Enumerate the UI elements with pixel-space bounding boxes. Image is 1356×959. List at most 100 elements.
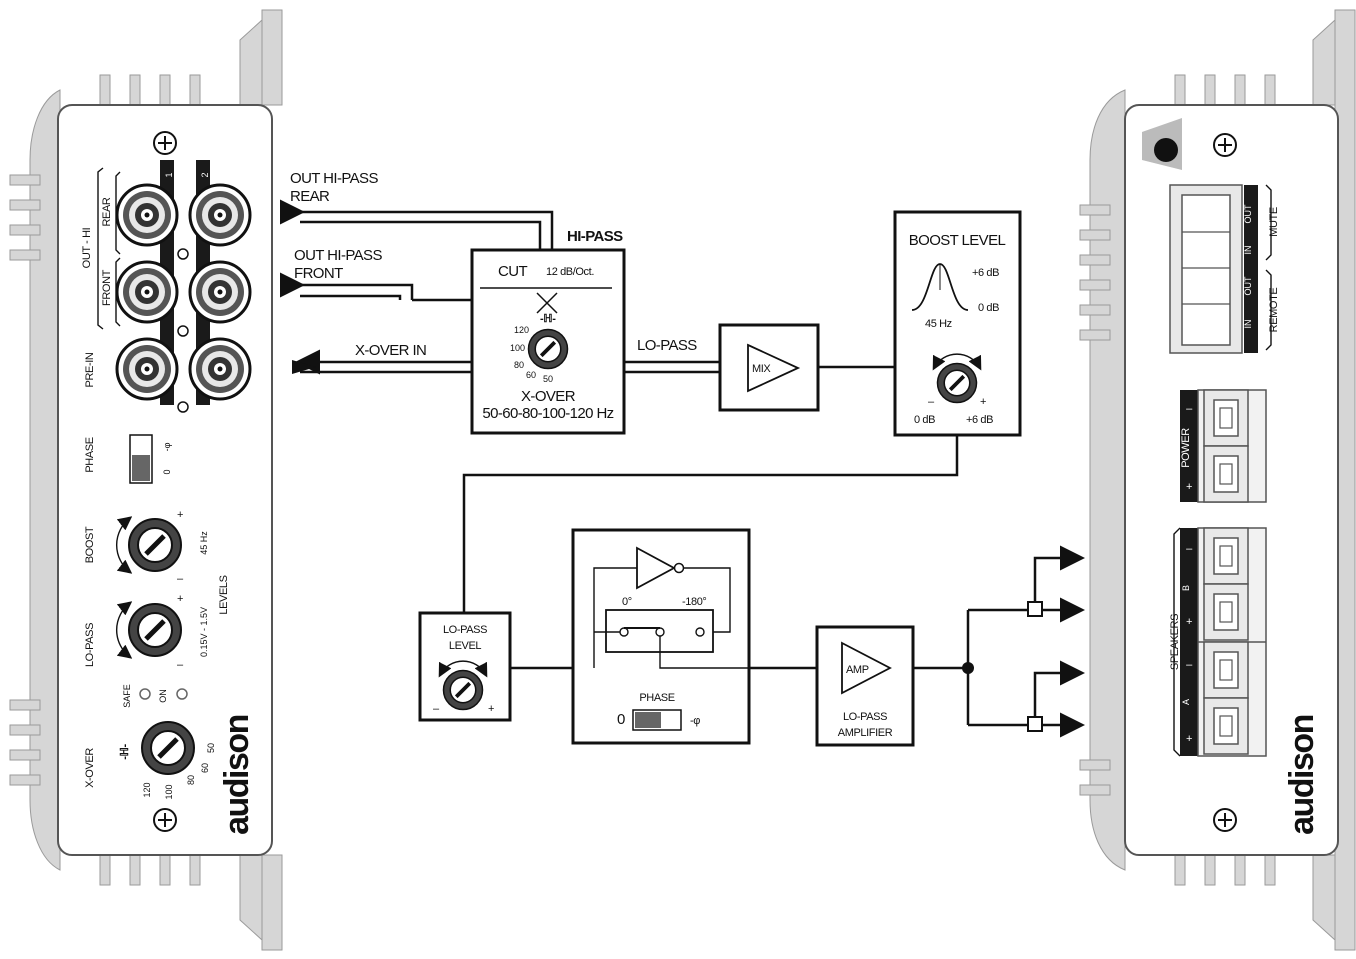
svg-text:-ℍ-: -ℍ- xyxy=(119,744,131,760)
svg-text:+: + xyxy=(980,396,986,408)
remote-mute-connector[interactable] xyxy=(1169,184,1258,354)
svg-text:80: 80 xyxy=(514,360,524,370)
svg-text:–: – xyxy=(1186,403,1193,415)
svg-text:+: + xyxy=(1186,733,1192,745)
xover-freq-knob[interactable] xyxy=(142,722,194,774)
svg-text:OUT: OUT xyxy=(1243,204,1253,224)
label-speakers: SPEAKERS xyxy=(1169,614,1181,670)
svg-text:0: 0 xyxy=(617,711,625,728)
svg-text:60: 60 xyxy=(526,370,536,380)
svg-text:+: + xyxy=(177,593,183,605)
label-lo-pass: LO-PASS xyxy=(637,337,697,354)
mix-block: MIX xyxy=(718,323,820,412)
svg-text:-180°: -180° xyxy=(682,596,706,608)
lopass-level-dial[interactable] xyxy=(441,668,485,712)
svg-text:50: 50 xyxy=(206,743,216,753)
label-front: FRONT xyxy=(101,269,113,306)
svg-text:X-OVER: X-OVER xyxy=(521,388,576,405)
svg-text:LO-PASS: LO-PASS xyxy=(843,711,887,723)
svg-text:OUT: OUT xyxy=(1243,276,1253,296)
svg-text:ON: ON xyxy=(158,689,168,703)
xover-block: CUT 12 dB/Oct. -ℍ- 120 100 80 60 50 X-OV… xyxy=(470,248,626,435)
screw-icon xyxy=(1213,808,1237,832)
boost-level-dial[interactable] xyxy=(935,361,979,405)
svg-text:–: – xyxy=(1186,659,1193,671)
right-heatsink xyxy=(1079,9,1356,951)
left-side-labels: OUT - HI REAR FRONT PRE-IN PHASE BOOST L… xyxy=(81,197,230,788)
phase-block: 0° -180° PHASE 0 -φ xyxy=(571,528,751,745)
lopass-level-knob[interactable] xyxy=(129,604,181,656)
left-amplifier: 1 2 OUT - HI REAR FRONT PRE-IN PHASE BOO… xyxy=(9,9,283,951)
svg-text:–: – xyxy=(177,573,184,585)
right-fins xyxy=(1079,74,1276,886)
rca-prein-1[interactable] xyxy=(115,337,179,401)
svg-text:45 Hz: 45 Hz xyxy=(925,318,952,330)
rca-front-2[interactable] xyxy=(188,260,252,324)
svg-text:50: 50 xyxy=(543,374,553,384)
rca-front-1[interactable] xyxy=(115,260,179,324)
label-phase: PHASE xyxy=(84,437,96,472)
rca-prein-2[interactable] xyxy=(188,337,252,401)
label-hi-pass: HI-PASS xyxy=(567,228,623,245)
boost-freq-label: 45 Hz xyxy=(199,531,209,555)
boost-knob[interactable] xyxy=(129,519,181,571)
lopass-level-block: LO-PASS LEVEL – + xyxy=(418,611,512,722)
svg-text:50-60-80-100-120 Hz: 50-60-80-100-120 Hz xyxy=(482,405,613,422)
svg-text:12 dB/Oct.: 12 dB/Oct. xyxy=(546,266,594,278)
label-remote: REMOTE xyxy=(1268,288,1280,333)
svg-text:–: – xyxy=(433,703,440,715)
svg-text:LO-PASS: LO-PASS xyxy=(443,624,487,636)
power-terminal[interactable]: – POWER + xyxy=(1180,389,1267,503)
label-pre-in: PRE-IN xyxy=(84,352,96,387)
svg-text:100: 100 xyxy=(164,784,174,799)
svg-text:AMPLIFIER: AMPLIFIER xyxy=(838,727,893,739)
led-indicators: SAFE ON xyxy=(122,684,188,708)
led-safe-icon xyxy=(139,688,151,700)
label-power: POWER xyxy=(1180,428,1192,468)
svg-text:+: + xyxy=(1186,481,1192,493)
phase-inv-label: -φ xyxy=(162,442,172,451)
left-heatsink xyxy=(9,9,283,951)
left-brand-logo: audison xyxy=(218,715,256,835)
boost-level-block: BOOST LEVEL +6 dB 0 dB 45 Hz – + 0 dB +6… xyxy=(893,210,1022,437)
svg-text:–: – xyxy=(177,659,184,671)
svg-text:80: 80 xyxy=(186,775,196,785)
level-range-label: 0.15V - 1.5V xyxy=(199,607,209,657)
label-channel-b: B xyxy=(1181,585,1191,591)
screw-icon xyxy=(153,131,177,155)
svg-text:100: 100 xyxy=(510,343,525,353)
label-out-hi: OUT - HI xyxy=(81,227,93,268)
channel-label-2: 2 xyxy=(200,172,210,177)
svg-text:0 dB: 0 dB xyxy=(978,302,999,314)
label-out-hi-pass-rear-2: REAR xyxy=(290,188,330,205)
svg-text:0°: 0° xyxy=(622,596,632,608)
xover-dial[interactable] xyxy=(526,327,570,371)
svg-text:LEVEL: LEVEL xyxy=(449,640,482,652)
svg-text:BOOST LEVEL: BOOST LEVEL xyxy=(909,232,1006,249)
screw-icon xyxy=(1213,133,1237,157)
svg-text:+6 dB: +6 dB xyxy=(966,414,993,426)
svg-text:120: 120 xyxy=(142,782,152,797)
screw-icon xyxy=(153,808,177,832)
rca-rear-2[interactable] xyxy=(188,183,252,247)
svg-text:–: – xyxy=(928,396,935,408)
svg-text:CUT: CUT xyxy=(498,263,527,280)
svg-text:0 dB: 0 dB xyxy=(914,414,935,426)
amp-block: AMP LO-PASS AMPLIFIER xyxy=(815,625,915,747)
svg-text:60: 60 xyxy=(200,763,210,773)
label-out-hi-pass-front-2: FRONT xyxy=(294,265,343,282)
svg-text:+: + xyxy=(177,509,183,521)
speaker-terminals[interactable]: – B + – A + xyxy=(1180,527,1267,757)
svg-text:AMP: AMP xyxy=(846,664,869,676)
rca-rear-1[interactable] xyxy=(115,183,179,247)
logo-icon xyxy=(1142,118,1182,170)
left-phase-switch[interactable]: -φ 0 xyxy=(129,434,172,484)
right-brand-logo: audison xyxy=(1283,715,1321,835)
label-levels: LEVELS xyxy=(218,575,230,614)
phase-zero-label: 0 xyxy=(162,469,172,474)
label-lo-pass: LO-PASS xyxy=(84,623,96,667)
label-xover-in: X-OVER IN xyxy=(355,342,426,359)
svg-text:+6 dB: +6 dB xyxy=(972,267,999,279)
label-x-over: X-OVER xyxy=(84,748,96,788)
